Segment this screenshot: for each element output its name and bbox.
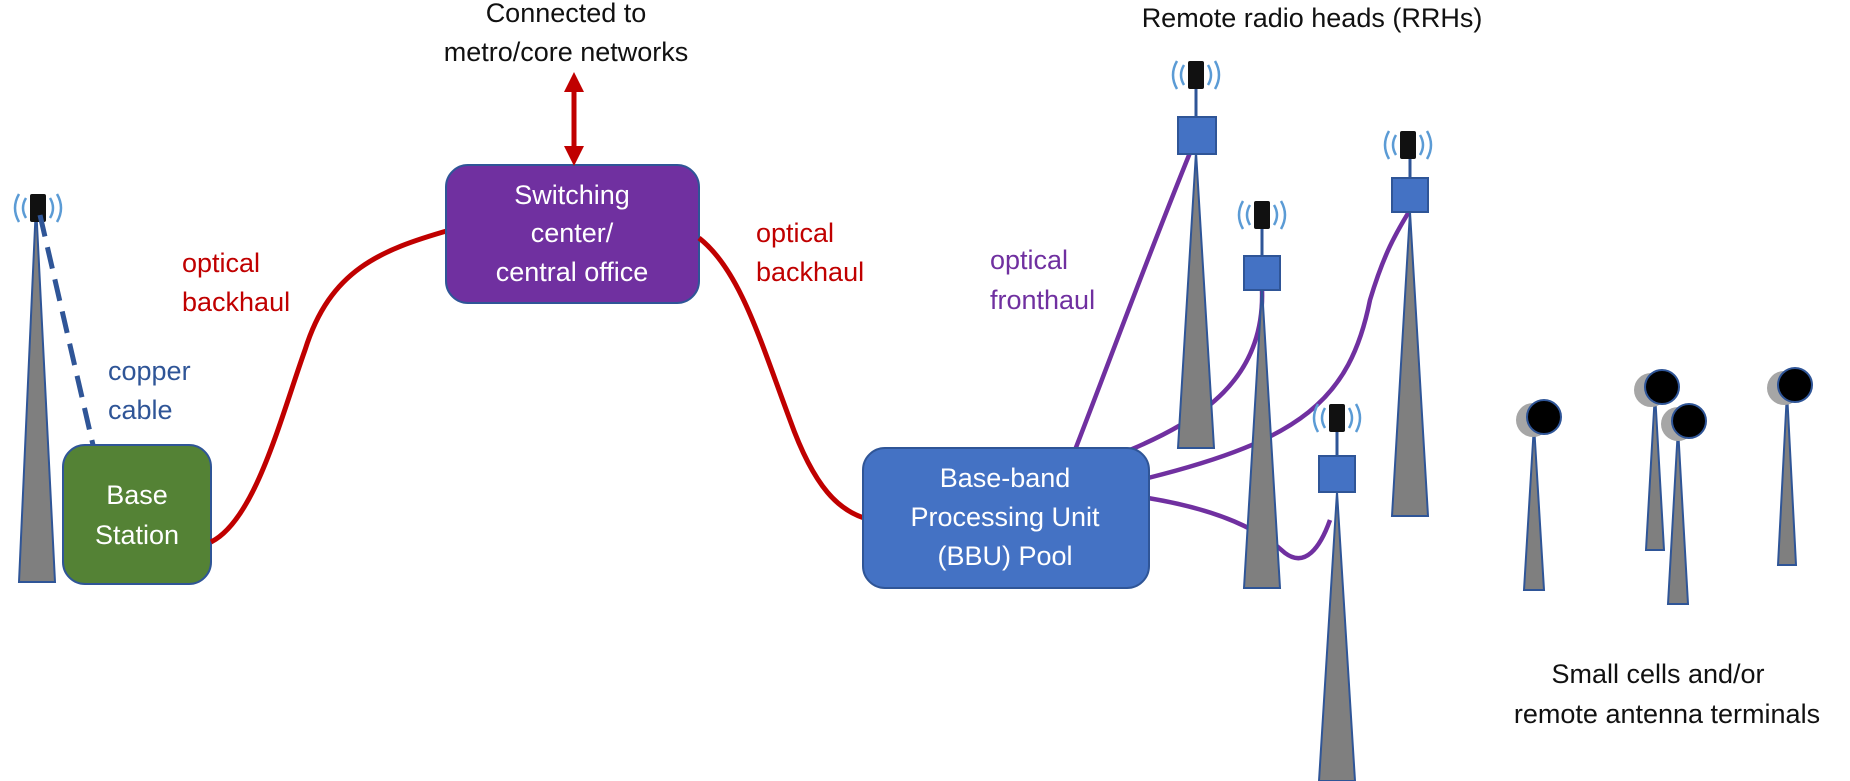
optical-backhaul-right-label-1: optical — [756, 218, 834, 248]
small-cell — [1516, 399, 1562, 591]
fronthaul-line-rrh3 — [1147, 208, 1412, 481]
rrh-unit — [1391, 177, 1429, 213]
switching-center-label-1: Switching — [514, 180, 630, 210]
rrh-tower — [1176, 151, 1216, 449]
optical-backhaul-left-label-2: backhaul — [182, 287, 290, 317]
small-cells-label-2: remote antenna terminals — [1514, 699, 1820, 729]
backhaul-left-line — [209, 227, 451, 545]
rrh-tower — [1242, 287, 1282, 589]
antenna-icon — [1312, 402, 1362, 434]
rrh-title: Remote radio heads (RRHs) — [1142, 3, 1483, 33]
switching-center-label-3: central office — [496, 257, 649, 287]
base-station-label-2: Station — [95, 520, 179, 550]
rrh-tower — [1390, 211, 1430, 517]
rrh-unit — [1243, 255, 1281, 291]
bbu-label-1: Base-band — [940, 463, 1071, 493]
rrh-unit — [1318, 455, 1356, 493]
macro-tower — [17, 204, 57, 583]
optical-fronthaul-label-1: optical — [990, 245, 1068, 275]
small-cell — [1634, 369, 1680, 551]
copper-cable-line — [37, 214, 96, 446]
small-cells-label-1: Small cells and/or — [1551, 659, 1764, 689]
copper-cable-label-1: copper — [108, 356, 191, 386]
base-station-box — [62, 444, 212, 585]
bbu-label-3: (BBU) Pool — [937, 541, 1072, 571]
bbu-pool-box — [862, 447, 1150, 589]
bbu-label-2: Processing Unit — [910, 502, 1100, 532]
antenna-icon — [1237, 199, 1287, 231]
small-cell — [1661, 403, 1707, 605]
antenna-icon — [13, 192, 63, 224]
antenna-icon — [1171, 59, 1221, 91]
optical-backhaul-left-label-1: optical — [182, 248, 260, 278]
fronthaul-line-rrh4 — [1147, 495, 1333, 561]
fronthaul-line-rrh1 — [1072, 137, 1199, 451]
antenna-icon — [1383, 129, 1433, 161]
connected-label-2: metro/core networks — [444, 37, 689, 67]
copper-cable-label-2: cable — [108, 395, 173, 425]
rrh-unit — [1177, 116, 1217, 155]
backhaul-right-line — [697, 236, 865, 521]
base-station-label-1: Base — [106, 480, 168, 510]
connected-label-1: Connected to — [486, 0, 647, 28]
switching-center-label-2: center/ — [531, 218, 614, 248]
optical-fronthaul-label-2: fronthaul — [990, 285, 1095, 315]
small-cell — [1767, 367, 1813, 566]
optical-backhaul-right-label-2: backhaul — [756, 257, 864, 287]
rrh-tower — [1317, 491, 1357, 781]
